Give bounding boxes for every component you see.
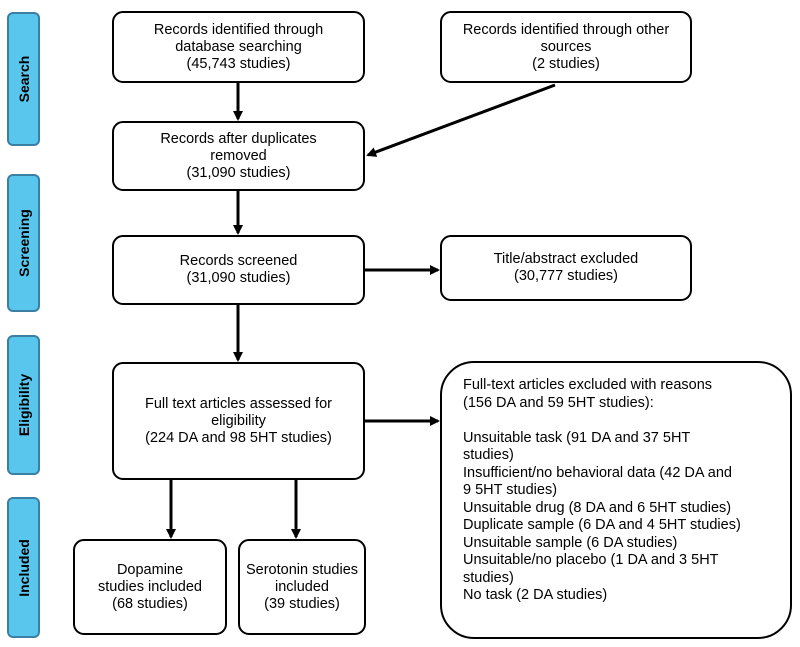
title-excluded-line-2: (30,777 studies) (514, 268, 618, 284)
phase-eligibility: Eligibility (7, 335, 40, 475)
db-search-line-2: database searching (175, 38, 302, 55)
phase-included: Included (7, 497, 40, 638)
serotonin-line-3: (39 studies) (264, 595, 340, 612)
box-after-duplicates: Records after duplicates removed (31,090… (112, 121, 365, 191)
box-full-text-excluded: Full-text articles excluded with reasons… (440, 361, 792, 639)
box-serotonin-included: Serotonin studies included (39 studies) (238, 539, 366, 635)
screened-line-1: Records screened (179, 253, 298, 269)
exclusion-reason-line: Duplicate sample (6 DA and 4 5HT studies… (463, 517, 741, 533)
box-records-screened: Records screened (31,090 studies) (112, 235, 365, 305)
box-database-searching: Records identified through database sear… (112, 11, 365, 83)
exclusion-reason-line: Unsuitable drug (8 DA and 6 5HT studies) (463, 499, 732, 516)
other-sources-line-3: (2 studies) (532, 55, 600, 72)
box-other-sources: Records identified through other sources… (440, 11, 692, 83)
db-search-line-3: (45,743 studies) (186, 55, 291, 72)
exclusion-header-line-1: Full-text articles excluded with reasons (463, 377, 713, 393)
full-text-line-2: eligibility (211, 412, 266, 429)
full-text-line-1: Full text articles assessed for (145, 395, 332, 412)
exclusion-reason-line: studies) (463, 569, 514, 586)
other-sources-line-2: sources (540, 38, 592, 55)
exclusion-reason-line: Insufficient/no behavioral data (42 DA a… (463, 464, 732, 481)
dopamine-line-3: (68 studies) (112, 595, 188, 612)
serotonin-line-1: Serotonin studies (245, 561, 359, 578)
box-title-abstract-excluded: Title/abstract excluded (30,777 studies) (440, 235, 692, 301)
dopamine-line-2: studies included (98, 578, 202, 595)
arrow-other-to-duplicates (366, 83, 556, 157)
exclusion-reason-line: Unsuitable task (91 DA and 37 5HT (463, 429, 691, 446)
title-excluded-line-1: Title/abstract excluded (493, 251, 639, 267)
screened-line-2: (31,090 studies) (186, 270, 291, 286)
exclusion-reason-line: Unsuitable/no placebo (1 DA and 3 5HT (463, 552, 719, 568)
after-duplicates-line-3: (31,090 studies) (186, 164, 291, 181)
exclusion-header-line-2: (156 DA and 59 5HT studies): (463, 394, 654, 411)
exclusion-reason-line: Unsuitable sample (6 DA studies) (463, 534, 678, 551)
serotonin-line-2: included (274, 578, 329, 595)
db-search-line-1: Records identified through (153, 21, 324, 38)
exclusion-reason-line: studies) (463, 447, 514, 463)
phase-search: Search (7, 12, 40, 146)
box-full-text-assessed: Full text articles assessed for eligibil… (112, 362, 365, 480)
exclusion-reason-line: 9 5HT studies) (463, 482, 558, 498)
other-sources-line-1: Records identified through other (462, 21, 670, 38)
after-duplicates-line-1: Records after duplicates (160, 130, 317, 147)
exclusion-reason-line: No task (2 DA studies) (463, 587, 608, 603)
box-dopamine-included: Dopamine studies included (68 studies) (73, 539, 227, 635)
phase-screening: Screening (7, 174, 40, 312)
full-text-line-3: (224 DA and 98 5HT studies) (145, 429, 332, 446)
dopamine-line-1: Dopamine (116, 561, 184, 578)
after-duplicates-line-2: removed (210, 147, 267, 164)
